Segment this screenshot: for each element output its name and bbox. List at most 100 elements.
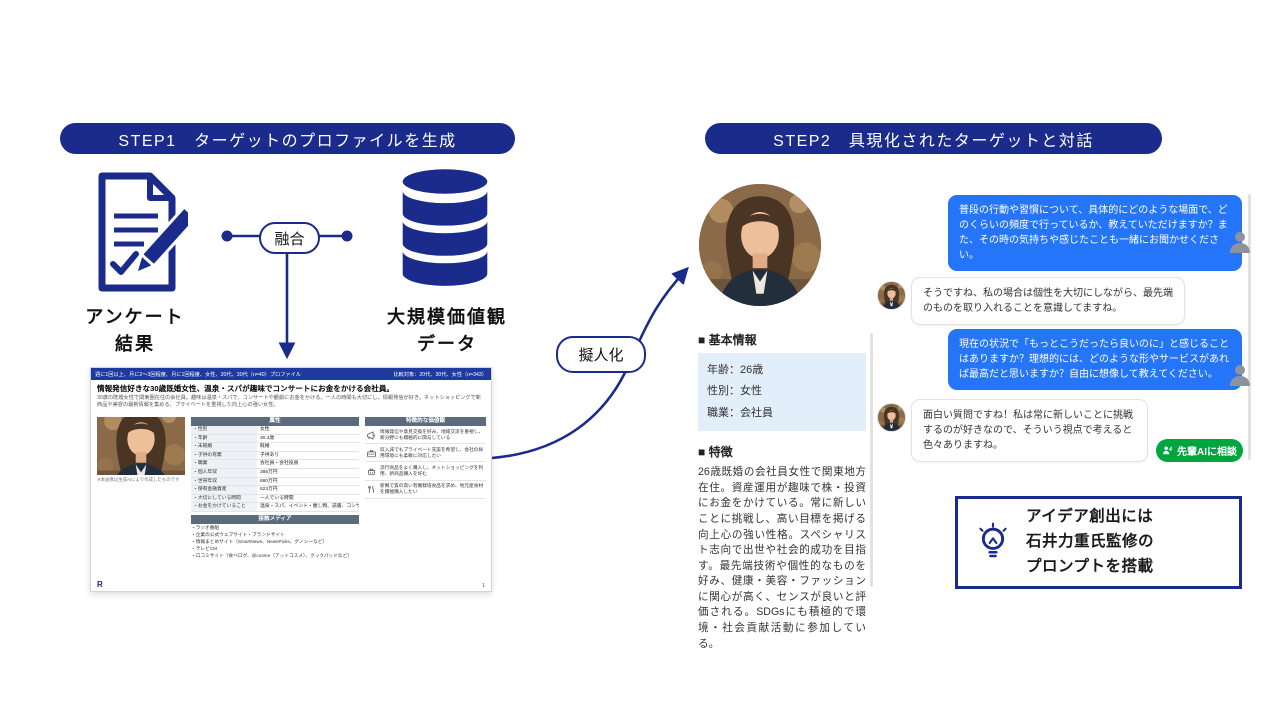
chat-message-user-2: 現在の状況で「もっとこうだったら良いのに」と感じることはありますか？理想的には、… bbox=[948, 329, 1242, 390]
attribute-label: お金をかけていること bbox=[191, 503, 257, 511]
consult-ai-button[interactable]: 先輩AIに相談 bbox=[1156, 439, 1243, 462]
user-avatar-icon bbox=[1230, 365, 1250, 386]
persona-age: 年齢：26歳 bbox=[707, 364, 764, 376]
doc-footer-logo: R bbox=[97, 580, 103, 589]
values-column: 特徴的な価値観 情報発信や意見交換を好み、地域交流を重視し、新分野にも積極的に関… bbox=[365, 417, 486, 499]
value-text: 新鮮で質の高い有機栽培食品を求め、地元産食材を積極購入したい bbox=[380, 483, 484, 495]
attribute-row: 保有金融資産 623万円 bbox=[191, 486, 359, 495]
user-avatar-icon bbox=[1230, 232, 1250, 253]
attributes-column: 属性 性別 女性 年齢 30.4歳 未既婚 既婚 子供の有無 子供あり 職業 会… bbox=[191, 417, 359, 559]
attributes-header: 属性 bbox=[191, 417, 359, 426]
megaphone-icon bbox=[367, 430, 375, 440]
cutlery-icon bbox=[368, 485, 374, 493]
attribute-label: 職業 bbox=[191, 460, 257, 468]
profile-doc-main: ※本画像は生成AIにより作成したものです 属性 性別 女性 年齢 30.4歳 未… bbox=[91, 415, 491, 579]
profile-card-scrollbar[interactable] bbox=[870, 333, 873, 587]
consult-button-label: 先輩AIに相談 bbox=[1177, 447, 1237, 458]
personify-pill: 擬人化 bbox=[556, 336, 646, 373]
value-item: 情報発信や意見交換を好み、地域交流を重視し、新分野にも積極的に関与している bbox=[365, 426, 486, 445]
profile-doc-title: 情報発信好きな30歳既婚女性、温泉・スパが趣味でコンサートにお金をかける会社員。 bbox=[97, 384, 395, 393]
attribute-value: 623万円 bbox=[260, 487, 278, 493]
pencil-icon bbox=[134, 206, 188, 276]
value-text: 収入減でもプライベート充実を希望し、会社の採用環境にも柔軟に対応したい bbox=[380, 446, 484, 458]
survey-document-icon bbox=[98, 172, 188, 292]
attribute-value: 子供あり bbox=[260, 452, 280, 458]
survey-label: アンケート 結果 bbox=[85, 307, 185, 354]
media-item: 企業の公式ウェブサイト・ブランドサイト bbox=[191, 532, 359, 538]
lightbulb-icon bbox=[979, 522, 1007, 557]
attribute-label: 性別 bbox=[191, 426, 257, 434]
step2-banner: STEP2 具現化されたターゲットと対話 bbox=[705, 123, 1162, 154]
chat-message-ai-1: そうですね、私の場合は個性を大切にしながら、最先端のものを取り入れることを意識し… bbox=[911, 277, 1185, 325]
attribute-label: 年齢 bbox=[191, 434, 257, 443]
media-item: 情報まとめサイト（SmartNews、NewsPicks、グノシーなど） bbox=[191, 539, 359, 545]
basic-info-box: 年齢：26歳 性別：女性 職業：会社員 bbox=[698, 353, 866, 432]
persona-profile-card: ■ 基本情報 年齢：26歳 性別：女性 職業：会社員 ■ 特徴 26歳既婚の会社… bbox=[698, 331, 866, 652]
persona-photo bbox=[699, 184, 821, 306]
attribute-value: 女性 bbox=[260, 427, 270, 432]
attribute-row: 性別 女性 bbox=[191, 426, 359, 435]
attribute-row: 個人年収 386万円 bbox=[191, 468, 359, 478]
basket-icon bbox=[367, 468, 376, 476]
profile-doc-body: 30歳の既婚女性で関東圏在住の会社員。趣味は温泉・スパで、コンサートや観劇にお金… bbox=[97, 395, 481, 408]
attribute-row: 大切にしている時間 一人でいる時間 bbox=[191, 494, 359, 504]
chat-scrollbar[interactable] bbox=[1248, 194, 1251, 460]
value-text: 情報発信や意見交換を好み、地域交流を重視し、新分野にも積極的に関与している bbox=[380, 428, 484, 440]
media-item: ラジオ番組 bbox=[191, 525, 359, 531]
value-item: 収入減でもプライベート充実を希望し、会社の採用環境にも柔軟に対応したい bbox=[365, 444, 486, 463]
attribute-value: 30.4歳 bbox=[260, 435, 275, 441]
idea-note-box: アイデア創出には 石井力重氏監修の プロンプトを搭載 bbox=[955, 496, 1242, 589]
database-label: 大規模価値観 データ bbox=[387, 307, 507, 354]
contact-media-header: 接触メディア bbox=[191, 514, 359, 524]
fusion-pill: 融合 bbox=[259, 222, 320, 254]
attribute-row: 子供の有無 子供あり bbox=[191, 451, 359, 461]
fusion-connector-dot-left bbox=[221, 230, 233, 242]
media-item: 口コミサイト（食べログ、@cosme（アットコスメ）、クックパッドなど） bbox=[191, 553, 359, 559]
attribute-label: 大切にしている時間 bbox=[191, 494, 257, 503]
persona-gender: 性別：女性 bbox=[707, 385, 762, 398]
profile-document: 週に1回以上、月に2〜3回程度、月に1回程度、女性、20代、30代（n=40）プ… bbox=[90, 367, 492, 592]
features-text: 26歳既婚の会社員女性で関東地方在住。資産運用が趣味で株・投資にお金をかけている… bbox=[698, 466, 866, 650]
attribute-value: 既婚 bbox=[260, 444, 270, 450]
attribute-value: 温泉・スパ、イベント・催し物、読書、コンサート・観劇など bbox=[260, 504, 359, 510]
profile-doc-photo-caption: ※本画像は生成AIにより作成したものです bbox=[97, 477, 180, 482]
features-header: ■ 特徴 bbox=[698, 445, 733, 460]
profile-doc-header-right: 比較対象：20代、30代、女性（n=343） bbox=[393, 371, 487, 378]
attribute-value: 一人でいる時間 bbox=[260, 495, 294, 501]
value-text: 流行商品をよく購入し、ネットショッピングを利用、新商品購入を好む bbox=[380, 464, 484, 477]
value-item: 新鮮で質の高い有機栽培食品を求め、地元産食材を積極購入したい bbox=[365, 481, 486, 499]
attribute-label: 未既婚 bbox=[191, 443, 257, 451]
profile-doc-header-bar: 週に1回以上、月に2〜3回程度、月に1回程度、女性、20代、30代（n=40）プ… bbox=[91, 368, 491, 380]
attribute-label: 子供の有無 bbox=[191, 451, 257, 460]
attribute-value: 680万円 bbox=[260, 478, 278, 484]
persona-avatar bbox=[877, 403, 906, 432]
attribute-label: 保有金融資産 bbox=[191, 486, 257, 494]
profile-doc-photo bbox=[97, 417, 185, 475]
attribute-row: 未既婚 既婚 bbox=[191, 443, 359, 452]
chat-message-user-1: 普段の行動や習慣について、具体的にどのような場面で、どのくらいの頻度で行っている… bbox=[948, 195, 1242, 271]
step1-banner: STEP1 ターゲットのプロファイルを生成 bbox=[60, 123, 515, 154]
attribute-label: 個人年収 bbox=[191, 468, 257, 477]
basic-info-header: ■ 基本情報 bbox=[698, 333, 757, 347]
fusion-connector-dot-right bbox=[341, 230, 353, 242]
database-icon bbox=[402, 169, 488, 286]
profile-doc-header-left: 週に1回以上、月に2〜3回程度、月に1回程度、女性、20代、30代（n=40）プ… bbox=[95, 371, 301, 378]
attribute-row: 職業 会社員・会社役員 bbox=[191, 460, 359, 469]
attribute-value: 386万円 bbox=[260, 469, 278, 475]
idea-box-text: アイデア創出には 石井力重氏監修の プロンプトを搭載 bbox=[1026, 508, 1155, 575]
attribute-row: 年齢 30.4歳 bbox=[191, 434, 359, 444]
consult-person-icon bbox=[1163, 446, 1173, 455]
attribute-row: 世帯年収 680万円 bbox=[191, 477, 359, 487]
chat-message-ai-2: 面白い質問ですね！私は常に新しいことに挑戦するのが好きなので、そういう視点で考え… bbox=[911, 399, 1148, 462]
value-item: 流行商品をよく購入し、ネットショッピングを利用、新商品購入を好む bbox=[365, 462, 486, 481]
attribute-value: 会社員・会社役員 bbox=[260, 461, 299, 467]
attribute-row: お金をかけていること 温泉・スパ、イベント・催し物、読書、コンサート・観劇など bbox=[191, 503, 359, 512]
media-item: テレビCM bbox=[191, 546, 359, 552]
doc-page-number: 1 bbox=[481, 583, 485, 589]
persona-avatar bbox=[877, 281, 906, 310]
contact-media-block: 接触メディア ラジオ番組 企業の公式ウェブサイト・ブランドサイト 情報まとめサイ… bbox=[191, 514, 359, 560]
persona-job: 職業：会社員 bbox=[707, 406, 773, 419]
briefcase-icon bbox=[367, 450, 376, 457]
attribute-label: 世帯年収 bbox=[191, 477, 257, 486]
values-header: 特徴的な価値観 bbox=[365, 417, 486, 426]
